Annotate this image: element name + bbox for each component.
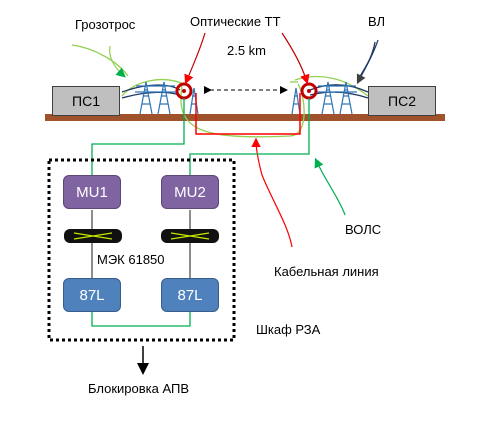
tower-left-1 — [135, 81, 157, 115]
label-cable-line: Кабельная линия — [274, 264, 379, 279]
label-optical-ct: Оптические ТТ — [190, 14, 281, 29]
arrow-ground-wire — [109, 45, 126, 78]
switch-left — [64, 229, 122, 243]
arrow-optical-ct-left — [184, 32, 206, 85]
optical-ct-right — [300, 82, 318, 100]
cable-line — [195, 93, 301, 135]
arrow-cable-line — [251, 137, 293, 248]
tower-right-3 — [335, 81, 357, 115]
label-cabinet: Шкаф РЗА — [256, 322, 321, 337]
substation-ps1: ПС1 — [52, 86, 120, 116]
arrow-overhead-line — [356, 39, 379, 85]
relay-87l-2: 87L — [161, 278, 219, 312]
tower-left-2 — [154, 81, 176, 115]
label-fiber-line: ВОЛС — [345, 222, 382, 237]
optical-ct-left — [175, 82, 193, 100]
label-protocol: МЭК 61850 — [97, 252, 165, 267]
merging-unit-2: MU2 — [161, 175, 219, 209]
tower-right-1 — [291, 87, 301, 115]
label-blocking: Блокировка АПВ — [88, 381, 190, 396]
merging-unit-1: MU1 — [63, 175, 121, 209]
arrow-optical-ct-right — [281, 32, 310, 85]
label-overhead-line: ВЛ — [368, 14, 386, 29]
arrow-fiber-line — [314, 157, 346, 216]
relay-cabinet-border — [47, 158, 236, 342]
label-ground-wire: Грозотрос — [75, 17, 136, 32]
relay-87l-1: 87L — [63, 278, 121, 312]
substation-ps2: ПС2 — [368, 86, 436, 116]
tower-right-2 — [317, 81, 339, 115]
busbar-line — [45, 114, 445, 121]
label-distance: 2.5 km — [227, 43, 267, 58]
switch-right — [161, 229, 219, 243]
